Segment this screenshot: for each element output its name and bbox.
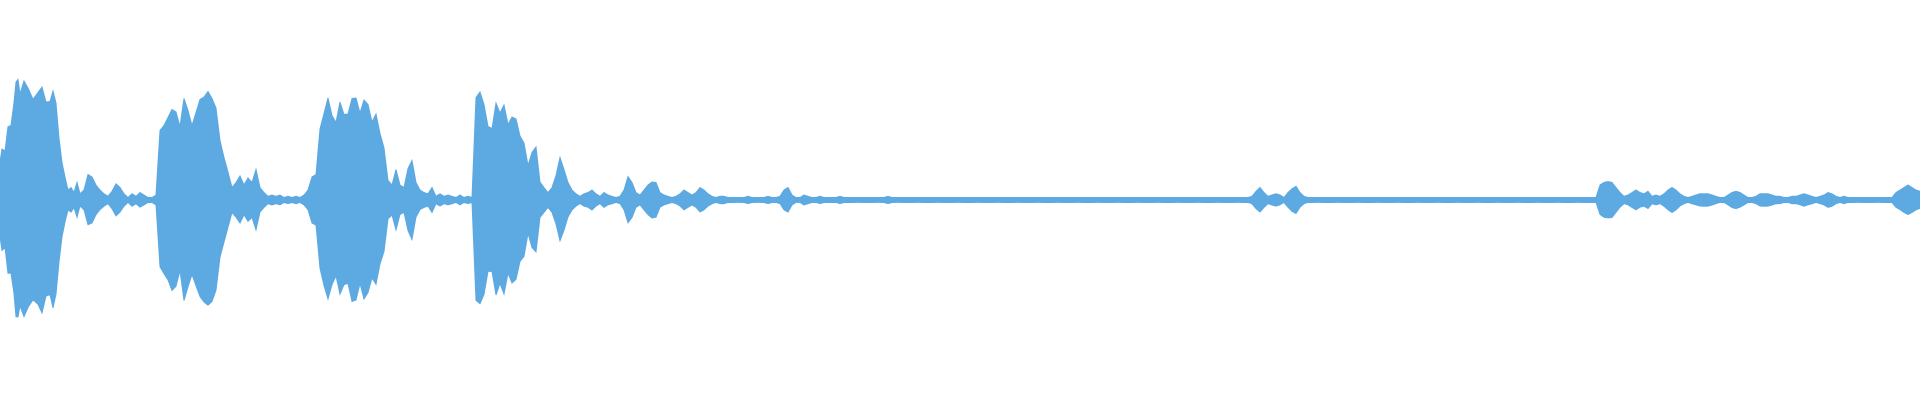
waveform-shape <box>0 78 1920 318</box>
